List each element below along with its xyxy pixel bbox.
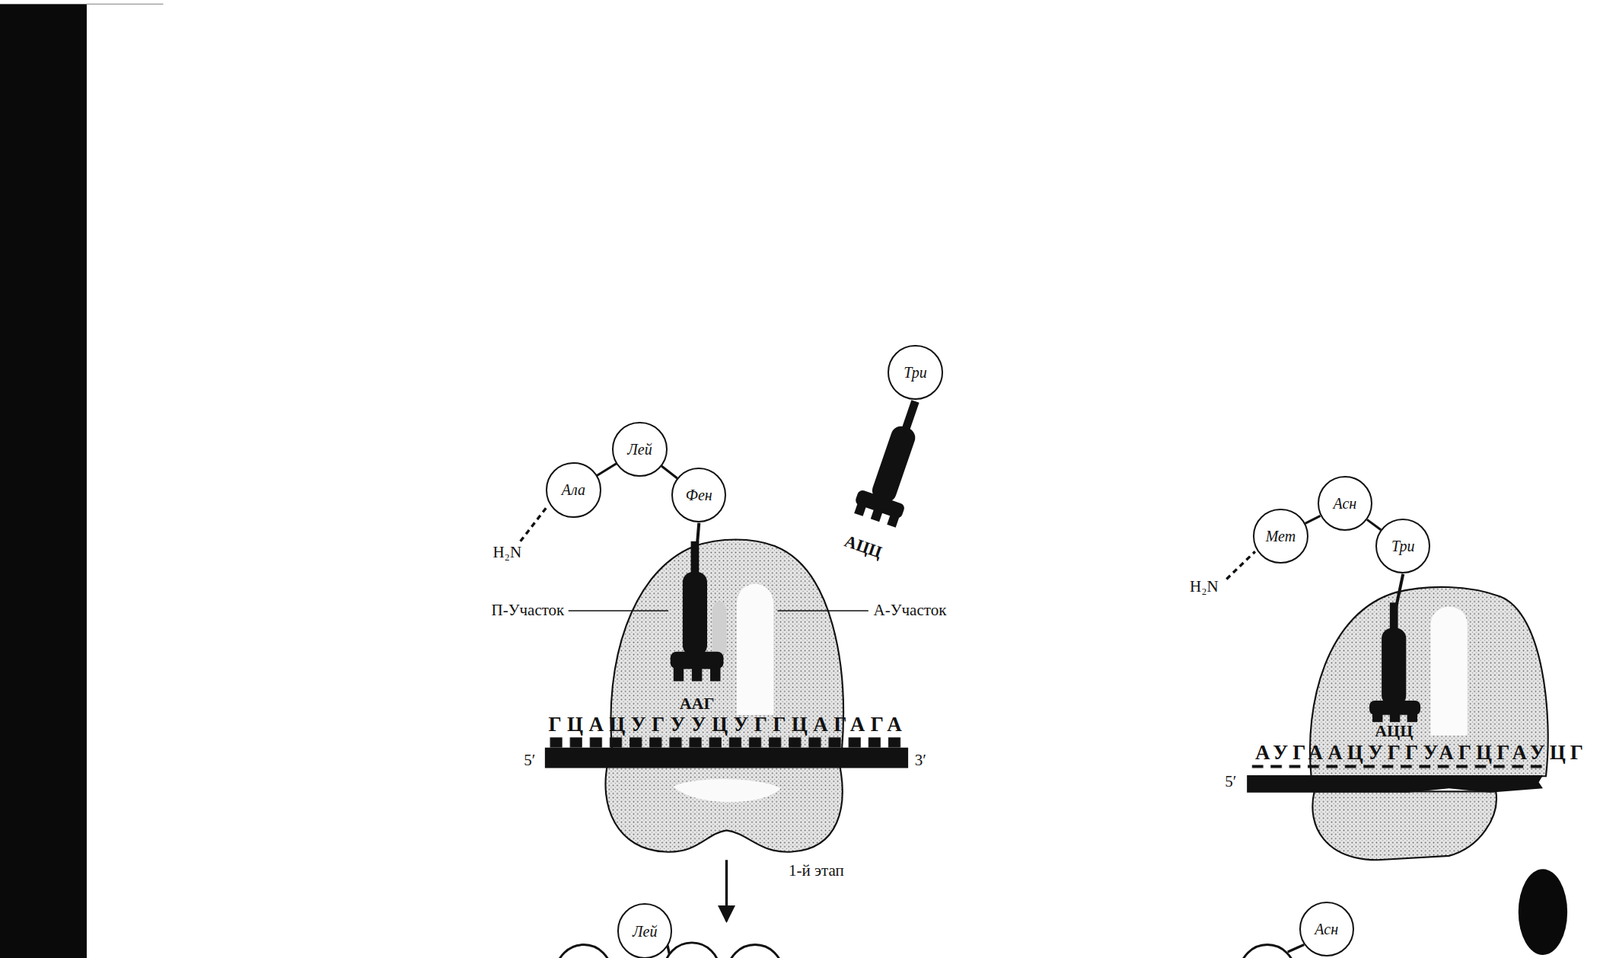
small-subunit-part (673, 778, 781, 802)
trna-p-site-part (682, 571, 708, 656)
mrna-sequence: ГЦАЦУГУУЦУГГЦАГАГА (545, 713, 909, 737)
leader-line-part (777, 609, 869, 612)
page-border-part (0, 3, 87, 958)
amino-acid-name: Три (903, 364, 928, 380)
amino-acid-circle: Ала (545, 462, 601, 517)
trna-p-site-part (691, 541, 700, 577)
part-label: H₂N (1189, 577, 1219, 596)
trna-p-site-part (673, 665, 684, 681)
part-label: 1-й этап (788, 861, 845, 880)
amino-acid-circle: Асн (1317, 475, 1373, 531)
partial-peptide-part (664, 942, 720, 958)
mrna-sequence: АУГААЦУГГУАГЦГАУЦГ (1252, 741, 1588, 765)
step-arrow (726, 859, 727, 921)
partial-peptide (556, 942, 784, 958)
large-subunit-part (712, 601, 727, 654)
peptide-bond (661, 465, 678, 479)
incoming-trna-part (870, 506, 884, 522)
peptide-bond (1367, 519, 1381, 530)
trna-p-site-part (691, 665, 702, 681)
large-subunit-part (736, 583, 774, 715)
amino-acid-circle: Лей (617, 902, 673, 958)
leader-line-part (568, 609, 669, 612)
part-label: 5′ (523, 751, 536, 769)
small-subunit-part (1312, 790, 1497, 860)
part-label: H₂N (492, 543, 522, 561)
partial-peptide (1239, 868, 1568, 958)
amino-terminus-bond-part (520, 505, 549, 542)
amino-terminus-bond-part (1226, 551, 1256, 579)
amino-acid-circle: Три (1375, 518, 1431, 574)
incoming-trna-part (854, 501, 867, 517)
anticodon-label: АЦЦ (841, 532, 884, 562)
mrna-strand (1246, 764, 1543, 793)
amino-acid-circle: Три (887, 344, 943, 400)
small-subunit (1312, 790, 1497, 860)
trna-p-site-part (1372, 711, 1383, 722)
amino-acid-name: Ала (561, 481, 586, 498)
page-border-part (86, 3, 164, 5)
large-subunit-part (1430, 606, 1467, 736)
mrna-strand-part (545, 747, 909, 769)
part-label: П-Участок (490, 601, 565, 619)
part-label: А-Участок (873, 601, 947, 619)
partial-peptide-part (556, 944, 612, 958)
anticodon-label: ААГ (679, 694, 715, 713)
amino-acid-circle: Фен (671, 467, 727, 523)
trna-p-site-part (1407, 711, 1418, 722)
anticodon-label: АЦЦ (1374, 721, 1413, 740)
amino-acid-name: Лей (632, 923, 657, 939)
amino-acid-name: Фен (685, 487, 713, 503)
trna-p-site (1369, 573, 1421, 722)
trna-p-site-part (1381, 627, 1406, 706)
small-subunit-part (605, 760, 843, 852)
amino-acid-name: Асн (1314, 921, 1339, 937)
peptide-bond (1305, 515, 1321, 523)
amino-acid-circle: Мет (1252, 508, 1308, 564)
mrna-strand (545, 736, 909, 768)
partial-peptide-part (1287, 944, 1304, 952)
leader-line (568, 609, 869, 611)
trna-p-site-part (1389, 711, 1400, 722)
trna-p-site-part (710, 665, 721, 681)
amino-acid-name: Лей (627, 441, 652, 457)
incoming-trna-part (886, 513, 900, 528)
page-border (0, 3, 163, 958)
small-subunit (605, 760, 843, 852)
trna-p-site (670, 522, 724, 682)
incoming-trna-part (869, 423, 918, 505)
amino-acid-name: Три (1391, 538, 1416, 554)
partial-peptide-part (727, 944, 783, 958)
mrna-strand-part (1246, 774, 1543, 793)
amino-acid-circle: Асн (1299, 901, 1355, 957)
amino-acid-name: Мет (1265, 528, 1296, 544)
partial-peptide-part (1239, 944, 1295, 958)
incoming-trna (850, 393, 939, 529)
peptide-bond (596, 463, 616, 476)
part-label: 5′ (1224, 772, 1237, 791)
part-label: 3′ (914, 751, 927, 769)
amino-terminus-bond (520, 505, 1256, 580)
amino-acid-name: Асн (1332, 495, 1357, 511)
amino-acid-circle: Лей (611, 421, 667, 477)
partial-peptide-part (1518, 868, 1568, 955)
step-arrow-part (725, 859, 728, 921)
